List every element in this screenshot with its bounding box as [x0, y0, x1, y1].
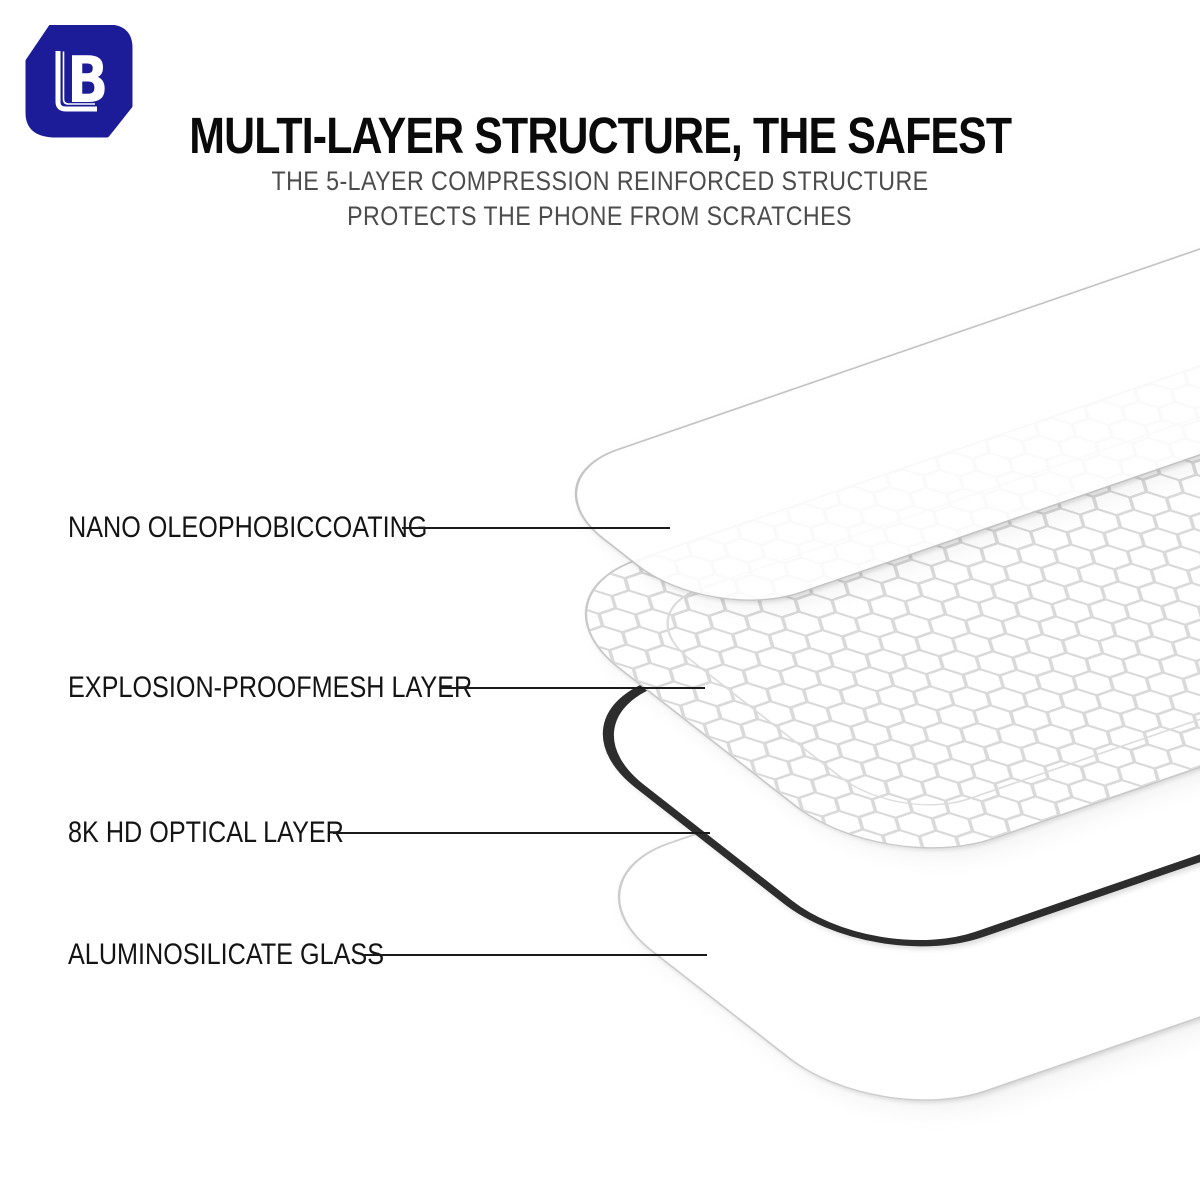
hexagon-mesh-pattern	[530, 304, 1200, 875]
leader-line-mesh-layer	[441, 687, 705, 689]
brand-logo-icon: B	[25, 25, 133, 138]
leader-line-optical-layer	[333, 832, 710, 834]
logo-l-echo-stroke	[62, 51, 95, 105]
logo-monogram: B	[67, 44, 108, 118]
label-explosion-proof-mesh: EXPLOSION-PROOFMESH LAYER	[68, 671, 473, 704]
subtitle-line-1: THE 5-LAYER COMPRESSION REINFORCED STRUC…	[271, 166, 929, 196]
subtitle-line-2: PROTECTS THE PHONE FROM SCRATCHES	[347, 201, 853, 231]
page-title: MULTI-LAYER STRUCTURE, THE SAFEST	[189, 107, 1012, 164]
leader-line-glass-layer	[364, 954, 707, 956]
logo-badge-shape	[25, 25, 133, 138]
layer-explosion-proof-mesh	[527, 302, 1200, 877]
page-subtitle: THE 5-LAYER COMPRESSION REINFORCED STRUC…	[0, 166, 1200, 236]
logo-l-stroke	[55, 51, 97, 112]
label-aluminosilicate-glass: ALUMINOSILICATE GLASS	[68, 938, 385, 971]
label-nano-oleophobic-coating: NANO OLEOPHOBICCOATING	[68, 511, 428, 544]
label-8k-hd-optical: 8K HD OPTICAL LAYER	[68, 816, 344, 849]
leader-line-nano-coating	[402, 527, 670, 529]
